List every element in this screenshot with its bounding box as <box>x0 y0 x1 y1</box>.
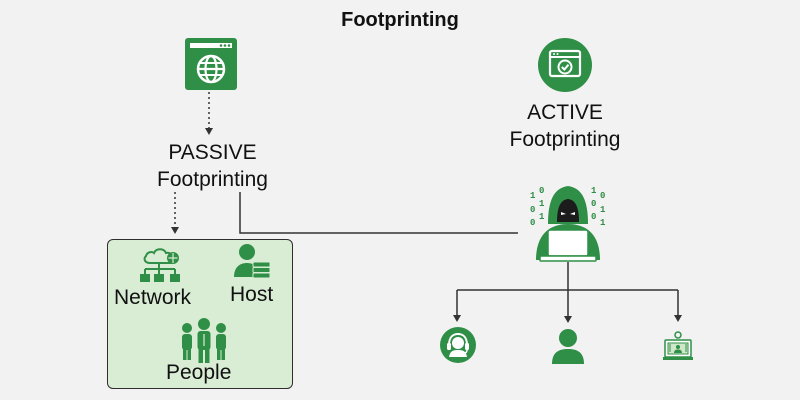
host-label: Host <box>230 283 274 306</box>
hacker-binary-digit: 0 <box>591 212 596 222</box>
diagram-title: Footprinting <box>341 9 459 31</box>
hacker-binary-digit: 1 <box>530 191 536 201</box>
people-label: People <box>166 361 232 384</box>
branch-left-arrowhead <box>453 315 461 322</box>
hacker-binary-digit: 1 <box>600 218 606 228</box>
hacker-binary-digit: 1 <box>591 186 597 196</box>
hacker-binary-digit: 0 <box>530 218 535 228</box>
passive-label-line2: Footprinting <box>157 168 268 191</box>
active-label-line2: Footprinting <box>509 128 621 151</box>
hacker-binary-digit: 1 <box>539 212 545 222</box>
hacker-binary-digit: 0 <box>530 205 535 215</box>
passive-footprinting-label: PASSIVE Footprinting <box>120 139 305 193</box>
active-footprinting-label: ACTIVE Footprinting <box>470 99 660 153</box>
branch-middle-arrowhead <box>564 316 572 323</box>
box-arrowhead <box>171 227 179 234</box>
network-label: Network <box>114 286 192 309</box>
passive-to-hacker-line <box>239 192 518 234</box>
web-browser-globe-icon <box>185 38 237 90</box>
passive-arrowhead <box>205 128 213 135</box>
hacker-laptop-icon: 0 1 0 1 0 1 1 0 1 0 1 0 <box>530 186 606 262</box>
computer-workstation-icon <box>663 331 693 360</box>
hacker-binary-digit: 1 <box>600 205 606 215</box>
active-label-line1: ACTIVE <box>527 101 603 124</box>
people-group-icon <box>182 318 226 363</box>
hacker-binary-digit: 0 <box>539 186 544 196</box>
network-cloud-icon <box>140 248 180 282</box>
browser-check-icon <box>538 38 592 92</box>
user-icon <box>552 329 584 364</box>
headset-support-icon <box>440 327 476 363</box>
branch-right-arrowhead <box>674 315 682 322</box>
passive-label-line1: PASSIVE <box>168 141 257 164</box>
hacker-binary-digit: 1 <box>539 199 545 209</box>
hacker-binary-digit: 0 <box>600 191 605 201</box>
hacker-binary-digit: 0 <box>591 199 596 209</box>
host-server-user-icon <box>234 244 271 279</box>
